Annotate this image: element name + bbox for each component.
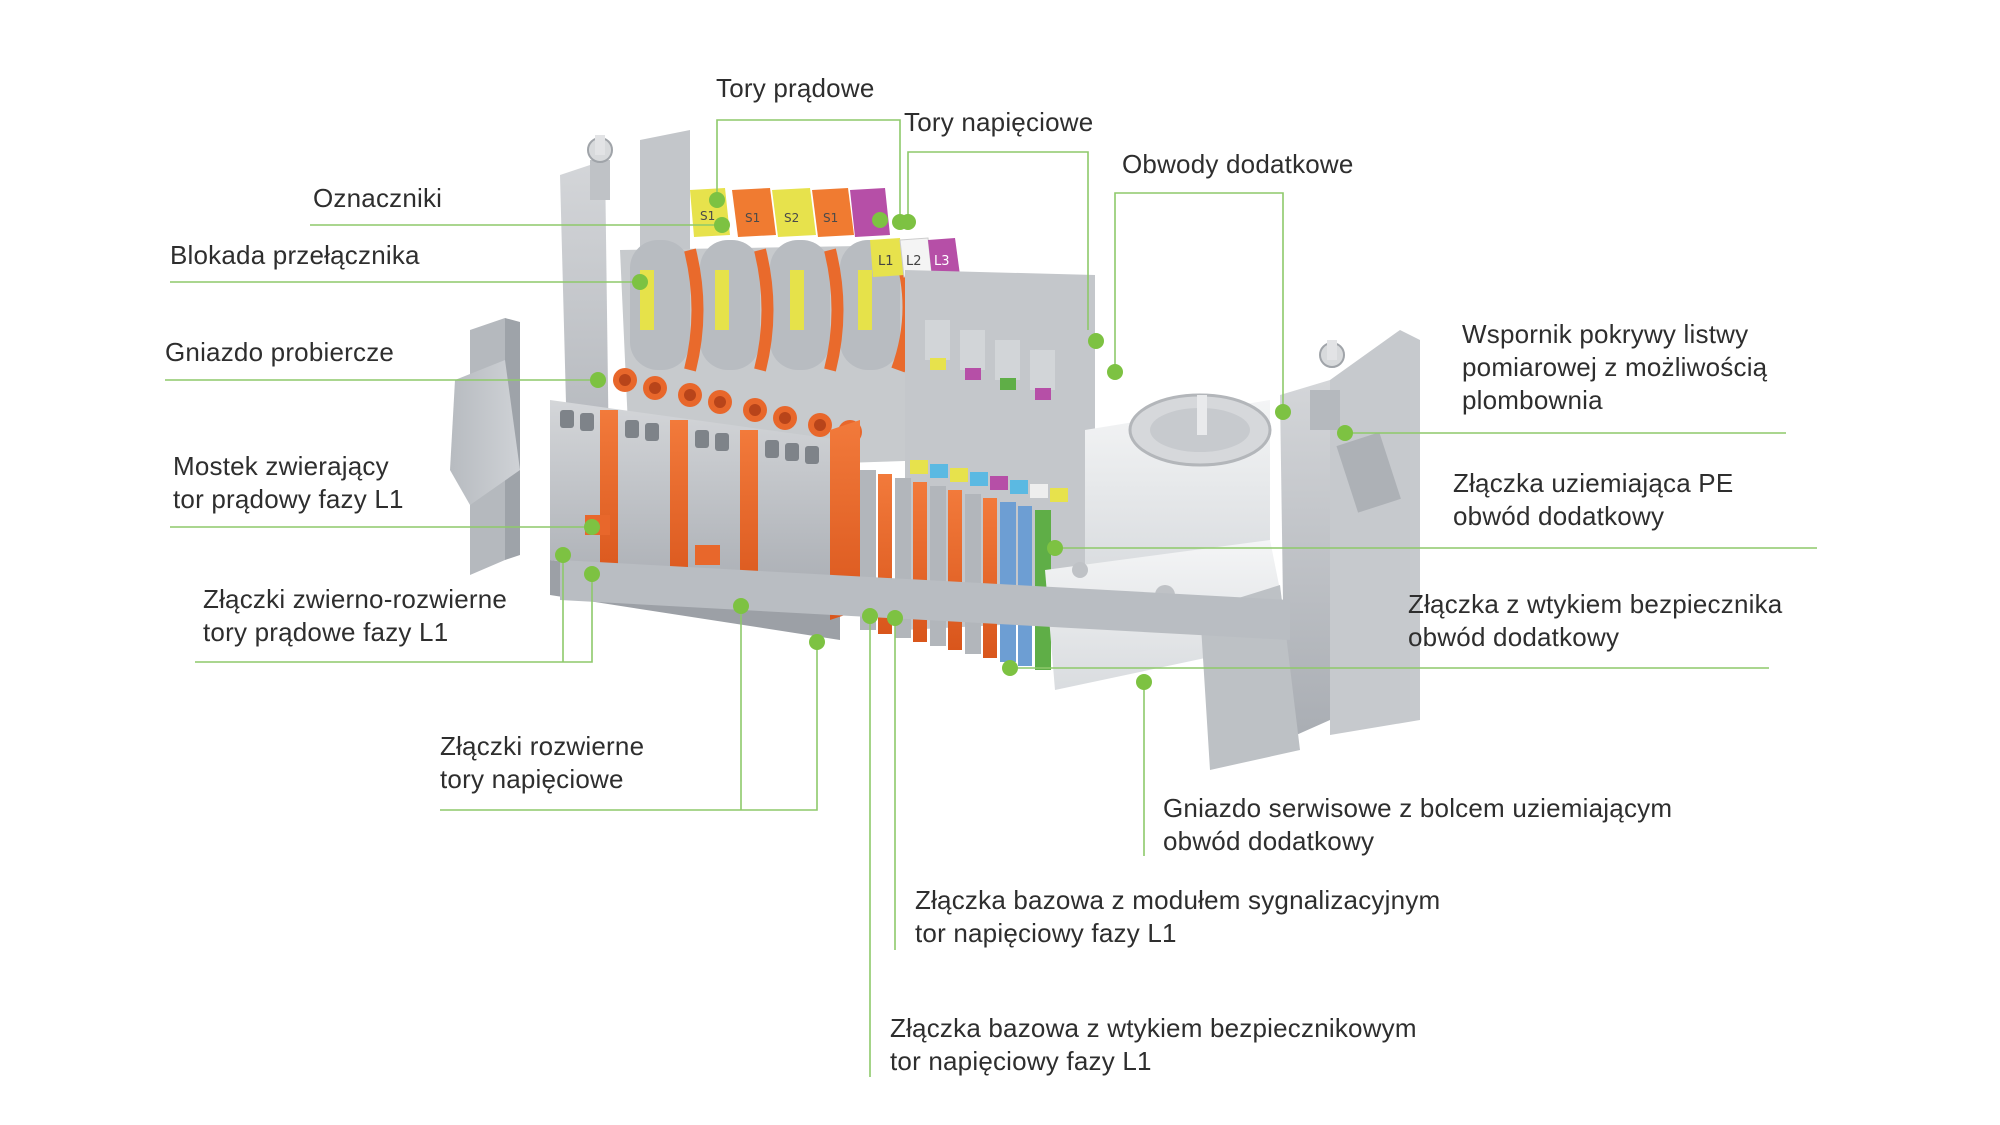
marker-text: S2 xyxy=(784,211,799,225)
label-blokada: Blokada przełącznika xyxy=(170,240,420,270)
callout-dots xyxy=(555,192,1353,690)
label-zlaczka-wtyk: Złączka z wtykiem bezpiecznika obwód dod… xyxy=(1408,589,1783,652)
dot-blokada xyxy=(632,274,648,290)
switch-levers xyxy=(630,240,917,373)
label-obwody-dodatkowe: Obwody dodatkowe xyxy=(1122,149,1354,179)
label-gniazdo-probiercze: Gniazdo probiercze xyxy=(165,337,395,367)
dot-tory-napieciowe-2 xyxy=(900,214,916,230)
label-tory-napieciowe: Tory napięciowe xyxy=(904,107,1094,137)
label-oznaczniki: Oznaczniki xyxy=(313,183,443,213)
label-zlaczka-modul: Złączka bazowa z modułem sygnalizacyjnym… xyxy=(915,885,1441,948)
dot-rozwierne-1 xyxy=(733,598,749,614)
dot-obwody-2 xyxy=(1107,364,1123,380)
marker-text: S1 xyxy=(700,209,715,223)
dot-tory-napieciowe xyxy=(872,212,888,228)
din-rail xyxy=(560,560,1290,640)
small-markers xyxy=(910,460,1068,502)
label-mostek: Mostek zwierający tor prądowy fazy L1 xyxy=(173,451,404,514)
leader-lines xyxy=(165,119,1817,1077)
dot-obwody-3 xyxy=(1275,404,1291,420)
label-gniazdo-serwisowe: Gniazdo serwisowe z bolcem uziemiającym … xyxy=(1163,793,1673,856)
dot-rozwierne-2 xyxy=(809,634,825,650)
marker-text: L1 xyxy=(878,254,894,269)
fuse-plugs xyxy=(925,320,1055,400)
current-path-switches: S1 S1 S2 S1 L1 L2 L3 xyxy=(613,188,960,470)
label-zlaczki-rozwierne: Złączki rozwierne tory napięciowe xyxy=(440,731,645,794)
dot-zwierno-2 xyxy=(584,566,600,582)
dot-wtyk xyxy=(1002,660,1018,676)
dot-gniazdo-serwisowe xyxy=(1136,674,1152,690)
dot-oznaczniki xyxy=(714,217,730,233)
label-wspornik: Wspornik pokrywy listwy pomiarowej z moż… xyxy=(1462,319,1768,415)
dot-gniazdo-probiercze xyxy=(590,372,606,388)
label-zlaczka-wtyk-bezp: Złączka bazowa z wtykiem bezpiecznikowym… xyxy=(890,1013,1417,1076)
label-tory-pradowe: Tory prądowe xyxy=(716,73,875,103)
dot-pe xyxy=(1047,540,1063,556)
label-zlaczka-pe: Złączka uziemiająca PE obwód dodatkowy xyxy=(1453,468,1734,531)
dot-tory-pradowe xyxy=(709,192,725,208)
marker-text: L2 xyxy=(906,254,922,269)
dot-wtyk-bezp xyxy=(862,608,878,624)
dot-obwody xyxy=(1088,333,1104,349)
marker-text: L3 xyxy=(934,254,950,269)
dot-modul xyxy=(887,610,903,626)
marker-text: S1 xyxy=(745,211,760,225)
voltage-top-markers: L1 L2 L3 xyxy=(870,237,960,278)
dot-mostek xyxy=(584,519,600,535)
label-zlaczki-zwierno: Złączki zwierno-rozwierne tory prądowe f… xyxy=(203,584,508,647)
marker-text: S1 xyxy=(823,211,838,225)
dot-zwierno-1 xyxy=(555,547,571,563)
dot-wspornik xyxy=(1337,425,1353,441)
